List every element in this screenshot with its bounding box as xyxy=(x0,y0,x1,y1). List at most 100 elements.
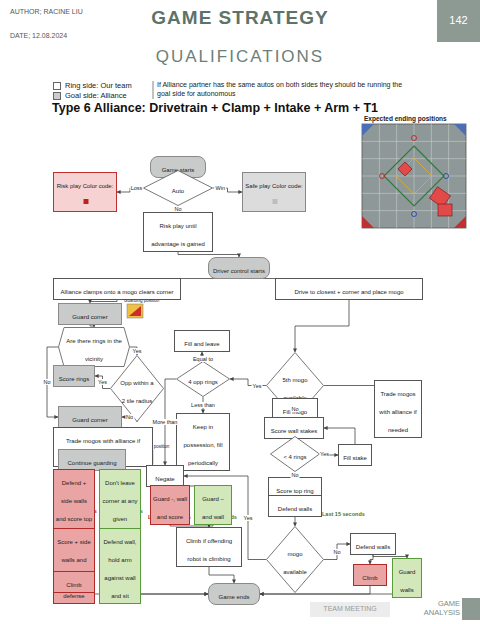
edge-label: No xyxy=(290,471,299,477)
edge-label: Yes xyxy=(132,348,143,354)
color-code-swatch xyxy=(273,199,278,204)
node-text: Risk play Color code: xyxy=(57,183,114,189)
process-box: Defend walls xyxy=(268,495,322,517)
node-text: Score top ring xyxy=(276,488,313,494)
process-box: Keep in possession, fill periodically xyxy=(176,413,230,471)
section-heading: Type 6 Alliance: Drivetrain + Clamp + In… xyxy=(52,101,378,115)
process-box: Continue guarding xyxy=(58,449,126,471)
legend-swatch xyxy=(53,82,61,90)
edge-label: No xyxy=(290,405,299,411)
process-box: Negate xyxy=(146,465,184,487)
connector xyxy=(295,517,296,526)
node-text: Fill stake xyxy=(343,455,367,461)
legend-swatch xyxy=(53,92,61,100)
decision-diamond: 4 opp rings xyxy=(176,361,230,397)
edge-label: Yes xyxy=(252,382,263,388)
decision-diamond: < 4 rings xyxy=(270,436,320,472)
node-text: Defend walls xyxy=(356,544,390,550)
node-text: Keep in possession, fill periodically xyxy=(183,424,222,466)
node-text: 5th mogo available xyxy=(282,377,307,401)
edge-label: Less than xyxy=(190,402,216,408)
process-box: Climb if offending robot is climbing xyxy=(176,527,242,567)
node-text: Fill and leave xyxy=(184,341,219,347)
connector xyxy=(209,567,234,583)
connector xyxy=(370,555,373,564)
color-code-swatch xyxy=(84,199,89,204)
text-label: Expected ending positions xyxy=(364,115,447,122)
process-box: Defend walls xyxy=(350,533,396,555)
process-box: Guard – and wall xyxy=(194,485,232,525)
process-box: Climb xyxy=(353,564,387,586)
edge-label: No xyxy=(332,549,341,555)
text-label: QUALIFICATIONS xyxy=(0,47,480,67)
connector xyxy=(324,428,355,444)
process-box: Score wall stakes xyxy=(264,417,324,439)
edge-label: No xyxy=(42,379,51,385)
node-text: Are there rings in the vicinity xyxy=(66,338,122,362)
node-text: Safe play Color code: xyxy=(245,183,302,189)
connector xyxy=(324,544,350,560)
terminal-pill: Game ends xyxy=(208,583,260,605)
legend-text: Goal side: Alliance xyxy=(65,91,127,100)
footer-box xyxy=(310,602,390,617)
node-text: Guard -, wall and score xyxy=(153,496,187,520)
node-text: mogo available xyxy=(283,551,307,575)
question-hexagon: Are there rings in the vicinity xyxy=(58,327,130,367)
node-text: Guard corner xyxy=(72,314,107,320)
node-text: Defend wall, hold arm against wall and s… xyxy=(103,539,136,599)
footer-bar xyxy=(462,598,480,620)
node-text: Auto xyxy=(172,188,184,194)
node-text: Negate xyxy=(155,476,174,482)
process-box: Fill and leave xyxy=(174,330,230,352)
process-box: Guard walls xyxy=(392,558,422,598)
terminal-pill: Driver control starts xyxy=(208,257,270,279)
text-label: Last 15 seconds xyxy=(322,511,365,517)
process-box: Guard corner xyxy=(58,303,122,325)
node-text: Opp within a 2 tile radius xyxy=(120,380,153,404)
process-box: Climb xyxy=(53,571,95,593)
text-label: TEAM MEETING xyxy=(310,605,390,612)
node-text: Driver control starts xyxy=(213,268,265,274)
node-text: 4 opp rings xyxy=(188,379,218,385)
connector xyxy=(95,376,110,389)
decision-diamond: Auto xyxy=(143,170,213,206)
process-box: Risk play until advantage is gained xyxy=(143,212,213,252)
edge-label: Yes xyxy=(97,379,108,385)
node-text: < 4 rings xyxy=(283,454,306,460)
connector xyxy=(260,594,407,598)
edge-label: Yes xyxy=(243,515,254,521)
node-text: Alliance clamps onto a mogo clears corne… xyxy=(60,289,173,295)
node-text: Drive to closest + corner and place mogo xyxy=(294,289,403,295)
edge-label: Equal to xyxy=(192,356,214,362)
process-box: Drive to closest + corner and place mogo xyxy=(275,278,423,300)
text-label: 142 xyxy=(437,14,480,26)
legend-entry: Ring side: Our team xyxy=(53,82,132,90)
process-box: Fill stake xyxy=(338,444,372,466)
node-text: Defend walls xyxy=(278,506,312,512)
process-box: Defend wall, hold arm against wall and s… xyxy=(99,528,141,604)
process-box: Alliance clamps onto a mogo clears corne… xyxy=(53,278,181,300)
field-image xyxy=(362,124,466,228)
node-text: Game ends xyxy=(218,594,249,600)
edge-label: Yes xyxy=(319,451,330,457)
legend-entry: Goal side: Alliance xyxy=(53,92,127,100)
page-tab xyxy=(437,0,480,42)
process-box: Guard -, wall and score xyxy=(150,485,190,525)
node-text: Climb xyxy=(66,582,81,588)
node-text: Guard – and wall xyxy=(202,496,224,520)
node-text: Guard walls xyxy=(399,569,416,593)
process-box: Guard corner xyxy=(58,406,122,428)
process-box: Trade mogos with alliance if needed xyxy=(374,380,422,438)
diamond-outline xyxy=(266,526,324,593)
guarding-icon xyxy=(127,304,143,318)
connector xyxy=(260,586,370,594)
edge-label: No xyxy=(125,414,134,420)
node-text: Score wall stakes xyxy=(271,428,318,434)
edge-label: Loss xyxy=(130,185,144,191)
note: If Alliance partner has the same autos o… xyxy=(157,81,407,99)
process-box: Safe play Color code: xyxy=(242,172,306,212)
node-text: Guard corner xyxy=(72,417,107,423)
node-text: Trade mogos with alliance if needed xyxy=(379,391,416,433)
text-label: DATE; 12.08.2024 xyxy=(10,32,67,39)
